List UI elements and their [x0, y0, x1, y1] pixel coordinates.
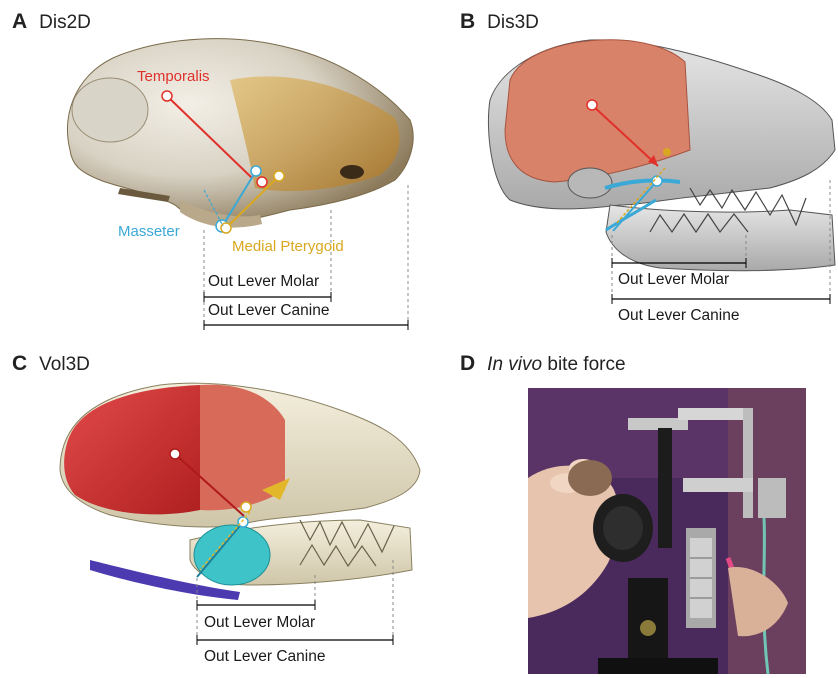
pterygoid-origin-point: [274, 171, 284, 181]
temporalis-insertion-point: [257, 177, 267, 187]
panel-c-label: C Vol3D: [12, 352, 90, 376]
medial-pterygoid-label: Medial Pterygoid: [232, 238, 344, 255]
panel-d-label: D In vivo bite force: [460, 352, 626, 376]
temporalis-label: Temporalis: [137, 68, 210, 85]
masseter-origin-point: [251, 166, 261, 176]
panel-c-out-lever-molar: Out Lever Molar: [204, 614, 315, 632]
panel-title-rest: bite force: [547, 354, 625, 375]
panel-b-skull-model: [488, 40, 835, 271]
panel-a-out-lever-molar: Out Lever Molar: [208, 273, 319, 291]
bite-force-apparatus-illustration: [528, 388, 806, 674]
panel-letter: D: [460, 352, 475, 376]
panel-b-label: B Dis3D: [460, 10, 539, 34]
panel-b-out-lever-molar: Out Lever Molar: [618, 271, 729, 289]
panel-letter: B: [460, 10, 475, 34]
panel-c-skull-model: [60, 383, 420, 600]
panel-a-skull-photo: [67, 39, 413, 228]
panel-title-italic: In vivo: [487, 354, 542, 375]
panel-letter: C: [12, 352, 27, 376]
panel-a-out-lever-canine: Out Lever Canine: [208, 302, 330, 320]
bite-force-photo: [528, 388, 806, 674]
temporalis-origin-point: [162, 91, 172, 101]
panel-title: In vivo bite force: [487, 354, 625, 376]
masseter-label: Masseter: [118, 223, 180, 240]
panel-title: Dis3D: [487, 12, 539, 34]
panel-title: Vol3D: [39, 354, 90, 376]
panel-c-out-lever-canine: Out Lever Canine: [204, 648, 326, 666]
panel-b-out-lever-canine: Out Lever Canine: [618, 307, 740, 325]
